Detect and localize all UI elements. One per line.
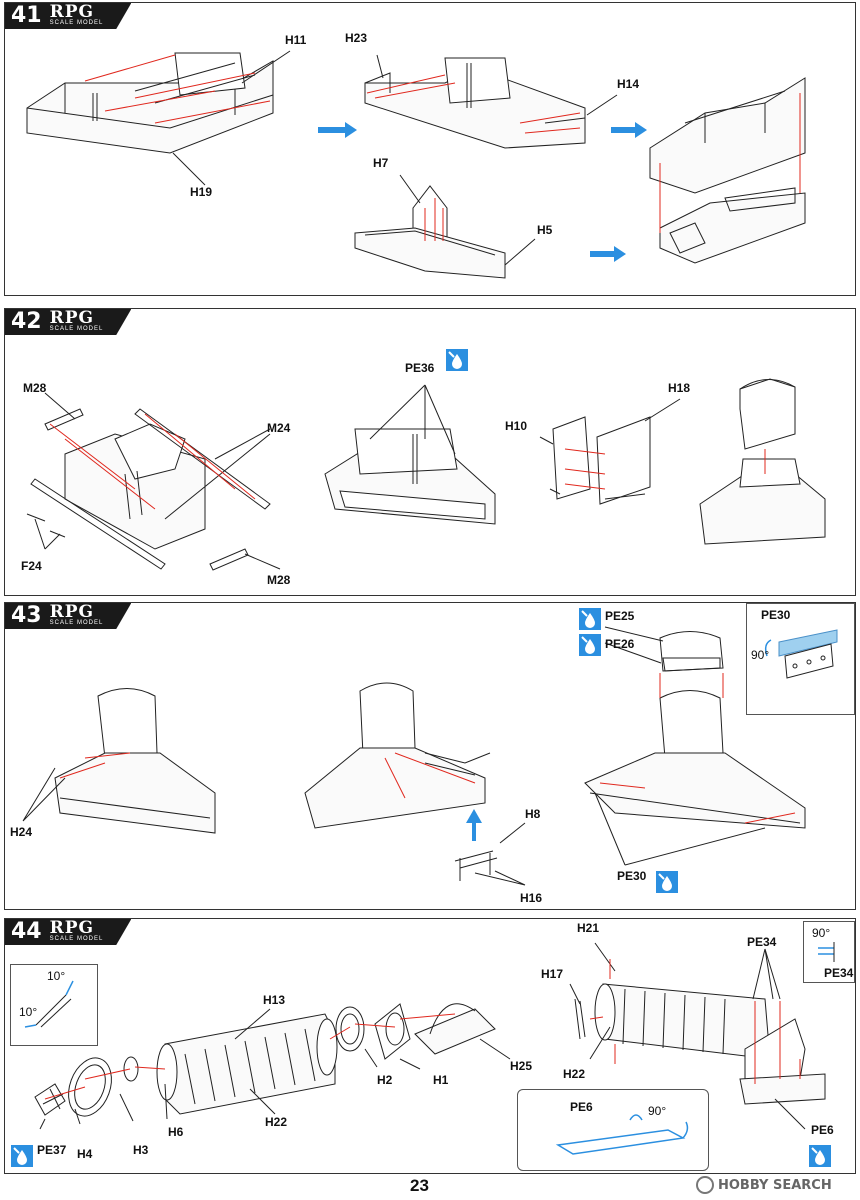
label-10deg-top: 10° [47,969,66,983]
watermark-text: HOBBY SEARCH [718,1177,832,1193]
label-m24: M24 [267,421,291,435]
label-m28-top: M28 [23,381,47,395]
label-h25: H25 [510,1059,533,1073]
label-m28-bottom: M28 [267,573,291,587]
label-h2: H2 [377,1073,393,1087]
water-decal-icon [11,1145,33,1167]
label-h5: H5 [537,223,553,237]
label-h10: H10 [505,419,528,433]
step-41-drawing [26,50,806,279]
label-h24: H24 [10,825,33,839]
pe30-bend-detail: PE30 90° [746,603,855,715]
pe34-bend-detail: 90° PE34 [803,921,855,983]
angle-detail-10deg: 10° 10° [10,964,98,1046]
label-pe30-inset: PE30 [761,608,791,622]
pe6-bend-detail: PE6 90° [517,1089,709,1171]
label-pe30: PE30 [617,869,647,883]
step-43-drawing [22,626,806,886]
step-number: 42 [5,309,48,335]
label-h4: H4 [77,1147,93,1161]
label-h7: H7 [373,156,389,170]
label-90deg-pe6: 90° [648,1104,667,1118]
label-pe34-inset: PE34 [824,966,854,980]
label-pe37: PE37 [37,1143,67,1157]
watermark: HOBBY SEARCH [696,1176,832,1194]
step-number: 43 [5,603,48,629]
hobby-search-logo-icon [696,1176,714,1194]
step-42-drawing [26,378,826,571]
label-h16: H16 [520,891,543,905]
label-h21: H21 [577,921,600,935]
step-number: 44 [5,919,48,945]
label-90deg: 90° [751,648,770,662]
label-pe36: PE36 [405,361,435,375]
water-decal-icon [809,1145,831,1167]
label-pe34: PE34 [747,935,777,949]
label-h6: H6 [168,1125,184,1139]
label-pe26: PE26 [605,637,635,651]
label-h13: H13 [263,993,286,1007]
label-h14: H14 [617,77,640,91]
label-h3: H3 [133,1143,149,1157]
water-decal-icon [446,349,468,371]
label-h17: H17 [541,967,564,981]
water-decal-icon [579,608,601,630]
label-pe6: PE6 [811,1123,834,1137]
label-h8: H8 [525,807,541,821]
label-h23: H23 [345,31,368,45]
label-pe6-inset: PE6 [570,1100,593,1114]
step-44-drawing [34,942,826,1130]
label-pe25: PE25 [605,609,635,623]
label-h22-right: H22 [563,1067,586,1081]
label-h1: H1 [433,1073,449,1087]
label-h19: H19 [190,185,213,199]
label-f24: F24 [21,559,42,573]
page-number: 23 [410,1176,429,1195]
label-h18: H18 [668,381,691,395]
label-90deg-pe34: 90° [812,926,831,940]
label-h11: H11 [285,33,307,47]
step-number: 41 [5,3,48,29]
water-decal-icon [579,634,601,656]
label-h22-left: H22 [265,1115,288,1129]
label-10deg-left: 10° [19,1005,38,1019]
water-decal-icon [656,871,678,893]
